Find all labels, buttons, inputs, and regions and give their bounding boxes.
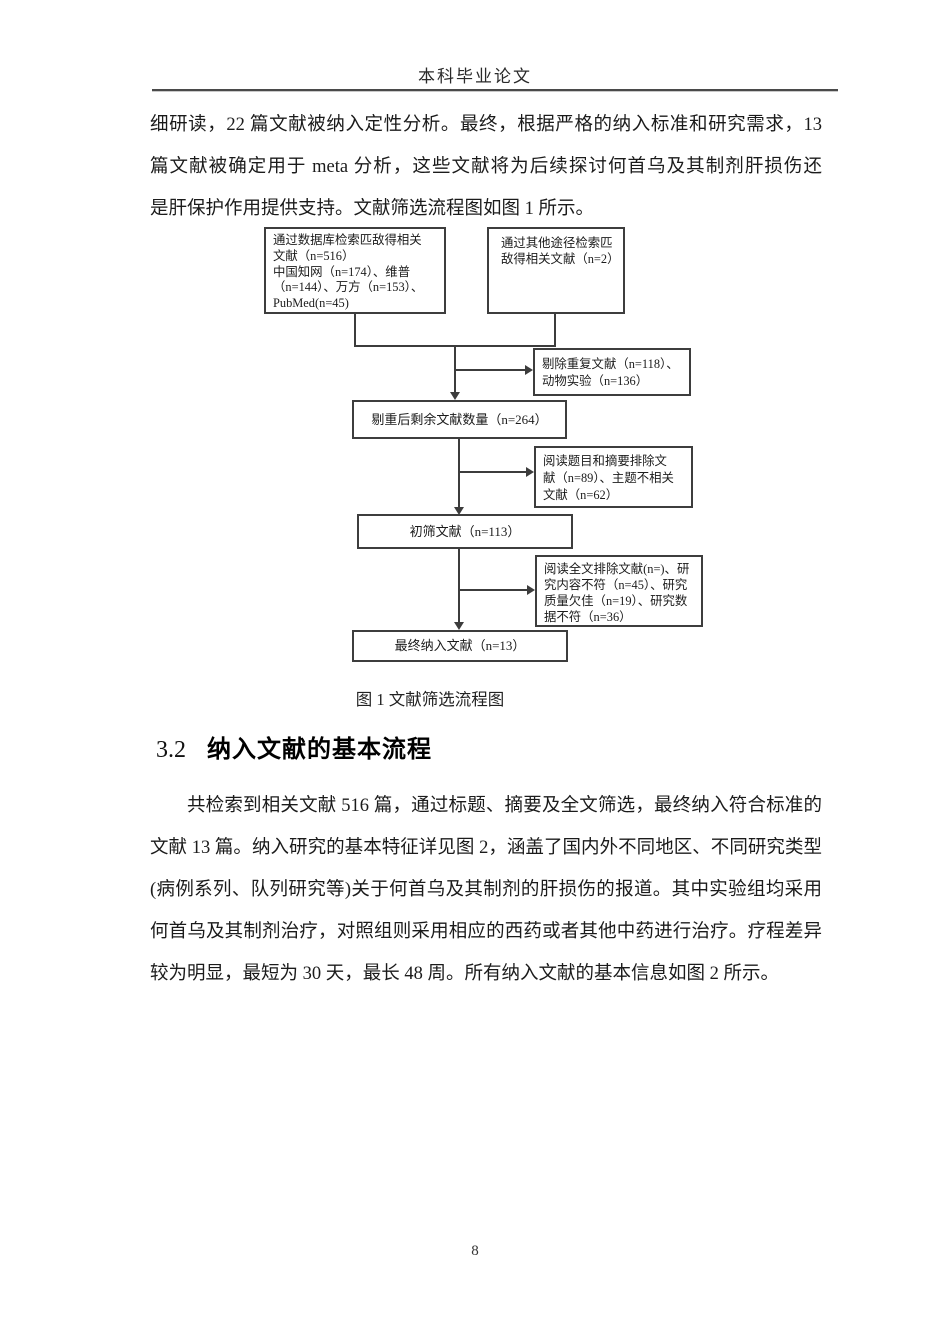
- flow-box-title-abstract-excluded: 阅读题目和摘要排除文 献（n=89）、主题不相关 文献（n=62）: [534, 446, 693, 508]
- flow-box-label: 剔重后剩余文献数量（n=264）: [371, 411, 548, 427]
- flow-box-line: 阅读全文排除文献(n=)、研: [544, 562, 690, 576]
- flow-box-line: 敌得相关文献（n=2）: [501, 251, 620, 266]
- flow-box-line: 献（n=89）、主题不相关: [543, 471, 674, 485]
- connector-line: [459, 471, 526, 473]
- flow-box-line: 阅读题目和摘要排除文: [543, 454, 667, 468]
- flow-box-line: 动物实验（n=136）: [542, 374, 649, 388]
- connector-line: [354, 314, 356, 346]
- flow-box-line: 通过数据库检索匹敌得相关: [273, 233, 422, 247]
- flow-box-fulltext-excluded: 阅读全文排除文献(n=)、研 究内容不符（n=45）、研究 质量欠佳（n=19）…: [535, 555, 703, 627]
- flow-box-label: 初筛文献（n=113）: [409, 523, 521, 539]
- text-line: (病例系列、队列研究等)关于何首乌及其制剂的肝损伤的报道。其中实验组均采用: [150, 880, 822, 900]
- page-number: 8: [471, 1243, 479, 1259]
- arrowhead-down-icon: [454, 507, 464, 515]
- flow-box-line: 文献（n=516）: [273, 248, 355, 263]
- text-line: 较为明显，最短为 30 天，最长 48 周。所有纳入文献的基本信息如图 2 所示…: [150, 964, 780, 984]
- flow-box-line: 质量欠佳（n=19）、研究数: [544, 594, 688, 608]
- flow-box-line: 文献（n=62）: [543, 488, 619, 502]
- text-line: 篇文献被确定用于 meta 分析，这些文献将为后续探讨何首乌及其制剂肝损伤还: [150, 157, 822, 177]
- section-number: 3.2: [156, 737, 186, 763]
- section-heading: 3.2 纳入文献的基本流程: [156, 729, 432, 764]
- flow-box-line: 中国知网（n=174）、维普: [273, 264, 411, 279]
- text-line: 何首乌及其制剂治疗，对照组则采用相应的西药或者其他中药进行治疗。疗程差异: [150, 922, 822, 942]
- text-line: 共检索到相关文献 516 篇，通过标题、摘要及全文筛选，最终纳入符合标准的: [187, 796, 822, 816]
- flow-box-after-dedup: 剔重后剩余文献数量（n=264）: [352, 400, 567, 439]
- flow-box-line: （n=144）、万方（n=153）、: [273, 280, 424, 295]
- arrowhead-down-icon: [450, 392, 460, 400]
- running-header-title: 本科毕业论文: [418, 67, 532, 86]
- arrowhead-down-icon: [454, 622, 464, 630]
- arrowhead-right-icon: [527, 585, 535, 595]
- arrowhead-right-icon: [526, 467, 534, 477]
- flow-box-line: 据不符（n=36）: [544, 610, 632, 624]
- text-line: 细研读，22 篇文献被纳入定性分析。最终，根据严格的纳入标准和研究需求，13: [150, 115, 822, 135]
- connector-line: [458, 549, 460, 623]
- flow-box-other-sources: 通过其他途径检索匹 敌得相关文献（n=2）: [487, 227, 625, 314]
- flow-box-final-included: 最终纳入文献（n=13）: [352, 630, 568, 662]
- flow-box-line: 通过其他途径检索匹: [501, 236, 613, 250]
- connector-line: [458, 439, 460, 507]
- connector-line: [455, 369, 525, 371]
- text-line: 文献 13 篇。纳入研究的基本特征详见图 2，涵盖了国内外不同地区、不同研究类型: [150, 838, 822, 858]
- flow-box-label: 最终纳入文献（n=13）: [394, 638, 526, 654]
- paragraph-2: 共检索到相关文献 516 篇，通过标题、摘要及全文筛选，最终纳入符合标准的 文献…: [150, 785, 822, 995]
- flow-box-initial-screen: 初筛文献（n=113）: [357, 514, 573, 549]
- figure-caption: 图 1 文献筛选流程图: [355, 690, 505, 709]
- flow-box-duplicates-removed: 剔除重复文献（n=118）、 动物实验（n=136）: [533, 348, 691, 396]
- flow-box-line: PubMed(n=45): [273, 296, 349, 311]
- text-line: 是肝保护作用提供支持。文献筛选流程图如图 1 所示。: [150, 199, 595, 219]
- paragraph-1: 细研读，22 篇文献被纳入定性分析。最终，根据严格的纳入标准和研究需求，13 篇…: [150, 104, 822, 230]
- arrowhead-right-icon: [525, 365, 533, 375]
- flow-box-line: 究内容不符（n=45）、研究: [544, 578, 688, 592]
- connector-line: [554, 314, 556, 346]
- flow-box-database-search: 通过数据库检索匹敌得相关 文献（n=516） 中国知网（n=174）、维普 （n…: [264, 227, 446, 314]
- section-title: 纳入文献的基本流程: [207, 736, 432, 763]
- connector-line: [454, 345, 456, 392]
- flow-box-line: 剔除重复文献（n=118）、: [542, 357, 679, 371]
- header-rule: [152, 89, 838, 92]
- connector-line: [459, 589, 527, 591]
